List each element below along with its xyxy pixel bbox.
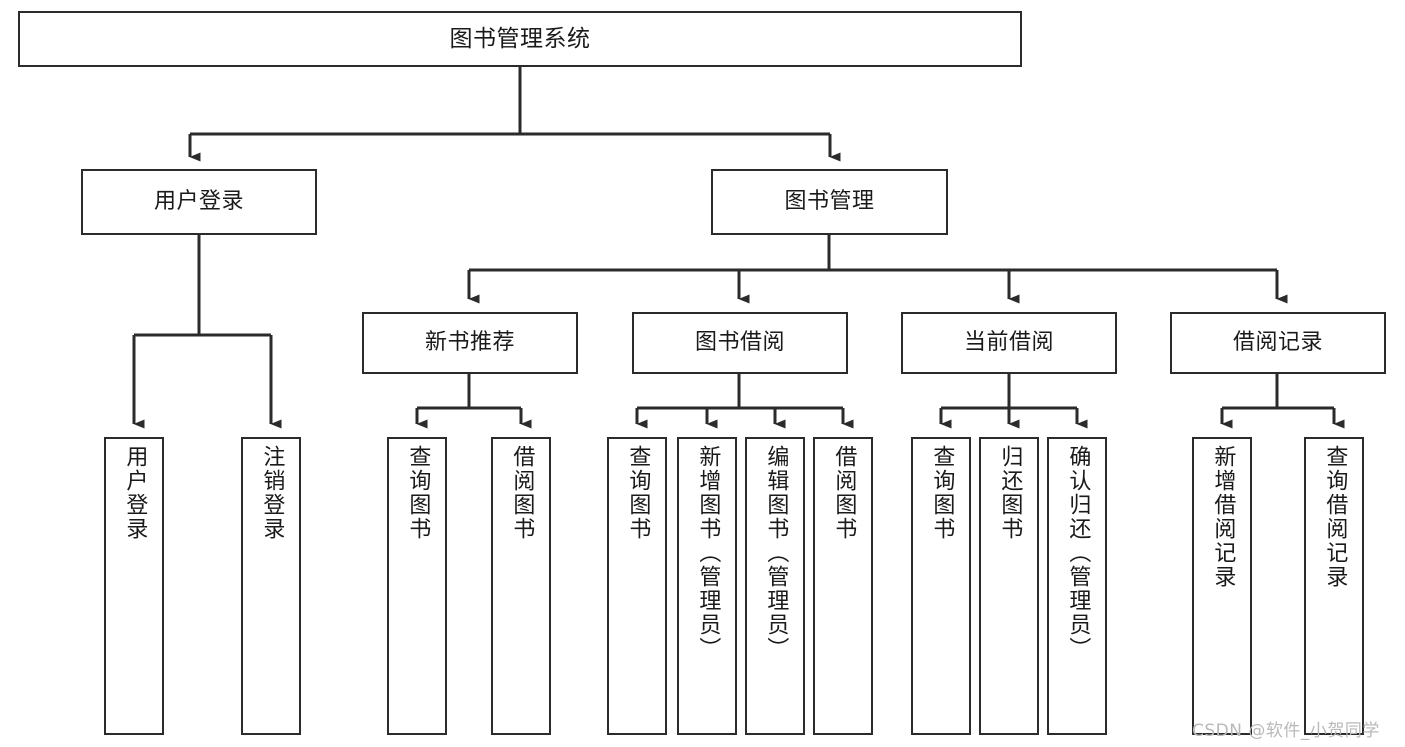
leaf-search-book-current[interactable]: 查询图书 <box>911 437 971 735</box>
node-label: 查询图书 <box>929 445 955 541</box>
leaf-edit-book-admin[interactable]: 编辑图书（管理员） <box>745 437 805 735</box>
node-label: 新书推荐 <box>424 329 515 355</box>
node-label: 确认归还（管理员） <box>1065 445 1091 661</box>
leaf-borrow-book[interactable]: 借阅图书 <box>813 437 873 735</box>
leaf-return-book[interactable]: 归还图书 <box>979 437 1039 735</box>
node-label: 借阅图书 <box>509 445 535 541</box>
node-label: 当前借阅 <box>963 329 1054 355</box>
node-label: 借阅图书 <box>831 445 857 541</box>
node-label: 新增借阅记录 <box>1210 445 1236 589</box>
leaf-logout[interactable]: 注销登录 <box>241 437 301 735</box>
node-label: 借阅记录 <box>1232 329 1323 355</box>
leaf-borrow-book-recommend[interactable]: 借阅图书 <box>491 437 551 735</box>
node-book-borrow[interactable]: 图书借阅 <box>632 312 848 374</box>
leaf-search-book-recommend[interactable]: 查询图书 <box>387 437 447 735</box>
leaf-confirm-return-admin[interactable]: 确认归还（管理员） <box>1047 437 1107 735</box>
node-label: 图书借阅 <box>694 329 785 355</box>
node-user-login[interactable]: 用户登录 <box>81 169 317 235</box>
node-label: 查询借阅记录 <box>1322 445 1348 589</box>
node-label: 用户登录 <box>122 445 148 541</box>
node-root-system[interactable]: 图书管理系统 <box>18 11 1022 67</box>
node-label: 查询图书 <box>405 445 431 541</box>
node-new-book-recommend[interactable]: 新书推荐 <box>362 312 578 374</box>
node-book-management[interactable]: 图书管理 <box>711 169 948 235</box>
node-current-borrow[interactable]: 当前借阅 <box>901 312 1117 374</box>
leaf-search-book-borrow[interactable]: 查询图书 <box>607 437 667 735</box>
node-label: 新增图书（管理员） <box>695 445 721 661</box>
leaf-user-login[interactable]: 用户登录 <box>104 437 164 735</box>
watermark-text: CSDN @软件_小贺同学 <box>1192 721 1380 741</box>
node-label: 图书管理 <box>784 188 875 214</box>
node-label: 归还图书 <box>997 445 1023 541</box>
node-label: 注销登录 <box>259 445 285 541</box>
leaf-search-borrow-record[interactable]: 查询借阅记录 <box>1304 437 1364 735</box>
node-label: 查询图书 <box>625 445 651 541</box>
node-borrow-record[interactable]: 借阅记录 <box>1170 312 1386 374</box>
leaf-add-book-admin[interactable]: 新增图书（管理员） <box>677 437 737 735</box>
leaf-add-borrow-record[interactable]: 新增借阅记录 <box>1192 437 1252 735</box>
node-label: 编辑图书（管理员） <box>763 445 789 661</box>
node-label: 用户登录 <box>153 188 244 214</box>
node-label: 图书管理系统 <box>449 25 591 52</box>
